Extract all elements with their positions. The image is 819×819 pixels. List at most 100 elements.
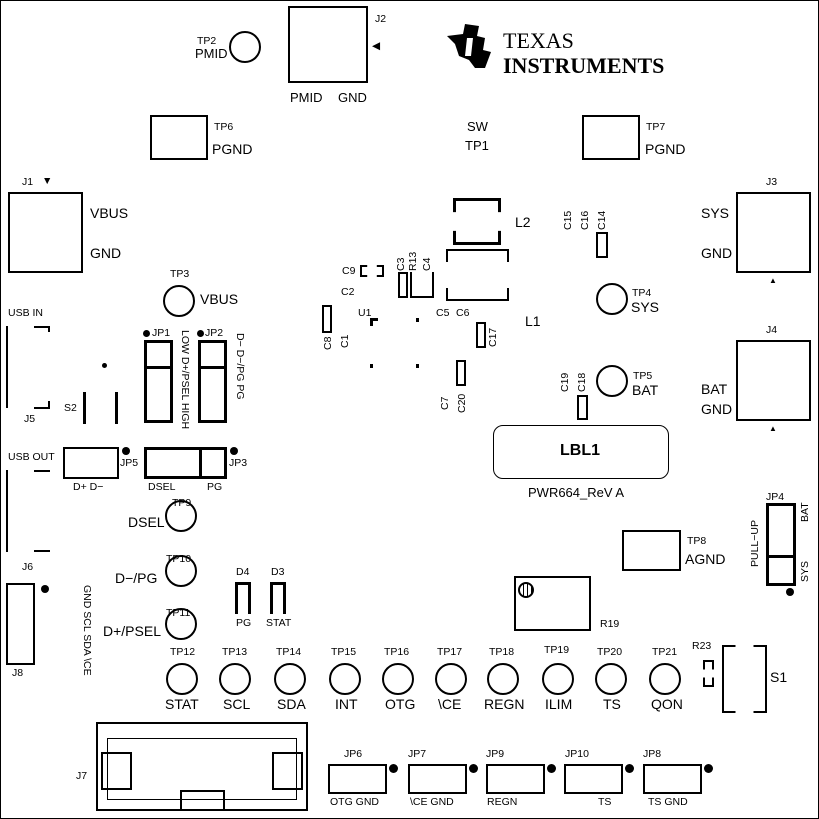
- j5-outline: [48, 326, 50, 332]
- jp3-pin1: DSEL: [148, 481, 176, 493]
- lbl1-text: LBL1: [560, 442, 600, 459]
- j5-outline: [34, 407, 50, 409]
- tp3-net: VBUS: [200, 291, 239, 307]
- jumper-jp3[interactable]: [144, 447, 227, 479]
- jp2-label: D− D−/PG PG: [234, 333, 246, 400]
- test-point-tp16[interactable]: [382, 663, 414, 695]
- switch-s2[interactable]: [83, 392, 86, 424]
- j1-pin2: GND: [90, 245, 122, 261]
- pin1-arrow-icon: ▲: [769, 424, 777, 433]
- tp19-net: ILIM: [545, 696, 573, 712]
- u1-pin1-mark: [370, 318, 373, 326]
- jp5-ref: JP5: [120, 457, 139, 469]
- capacitor-c14: [596, 232, 608, 258]
- tp15-ref: TP15: [331, 646, 357, 658]
- jumper-jp7[interactable]: [408, 764, 467, 794]
- test-point-tp21[interactable]: [649, 663, 681, 695]
- j7-tab: [180, 790, 225, 811]
- connector-j4[interactable]: [736, 340, 811, 421]
- tp2-ref: TP2: [197, 35, 217, 47]
- s1-ref: S1: [770, 669, 788, 685]
- test-point-tp12[interactable]: [166, 663, 198, 695]
- tp18-net: REGN: [484, 696, 525, 712]
- connector-j6[interactable]: [6, 470, 48, 552]
- jp1-label: LOW D+/PSEL HIGH: [179, 330, 191, 430]
- test-point-tp4[interactable]: [596, 283, 628, 315]
- test-point-tp13[interactable]: [219, 663, 251, 695]
- test-point-tp20[interactable]: [595, 663, 627, 695]
- j7-ref: J7: [76, 770, 88, 782]
- tp9-net: DSEL: [128, 514, 165, 530]
- jumper-jp5[interactable]: [63, 447, 119, 479]
- d4-ref: D4: [236, 566, 250, 578]
- test-point-tp9[interactable]: [165, 500, 197, 532]
- c20-ref: C20: [456, 393, 468, 413]
- test-point-tp8[interactable]: [622, 530, 681, 571]
- jp5-pin1-dot: [122, 447, 130, 455]
- test-point-tp7[interactable]: [582, 115, 640, 160]
- d4-label: PG: [236, 617, 252, 629]
- tp4-net: SYS: [631, 299, 660, 315]
- c1-ref: C1: [339, 334, 351, 348]
- u1-corner: [416, 318, 419, 322]
- test-point-tp11[interactable]: [165, 608, 197, 640]
- tp8-net: AGND: [685, 551, 726, 567]
- tp21-net: QON: [651, 696, 683, 712]
- connector-j1[interactable]: [8, 192, 83, 273]
- j4-pin2: GND: [701, 401, 733, 417]
- tp15-net: INT: [335, 696, 358, 712]
- connector-j5[interactable]: [6, 326, 48, 408]
- connector-j8[interactable]: [6, 583, 35, 665]
- test-point-tp10[interactable]: [165, 555, 197, 587]
- u1-corner: [370, 364, 373, 368]
- test-point-tp19[interactable]: [542, 663, 574, 695]
- r23-ref: R23: [692, 640, 712, 652]
- switch-s2[interactable]: [115, 392, 118, 424]
- connector-j3[interactable]: [736, 192, 811, 273]
- j7-latch-right: [272, 752, 303, 790]
- pin1-arrow-icon: ◀: [372, 40, 381, 52]
- jumper-jp8[interactable]: [643, 764, 702, 794]
- tp18-ref: TP18: [489, 646, 515, 658]
- j5-outline: [48, 401, 50, 407]
- test-point-tp15[interactable]: [329, 663, 361, 695]
- jp8-ref: JP8: [643, 748, 662, 760]
- potentiometer-r19[interactable]: [514, 576, 591, 631]
- test-point-tp6[interactable]: [150, 115, 208, 160]
- jumper-jp1[interactable]: [144, 340, 173, 423]
- tp21-ref: TP21: [652, 646, 678, 658]
- s2-pin1-dot: [102, 363, 107, 368]
- jp6-pins: OTG GND: [330, 796, 379, 808]
- tp16-net: OTG: [385, 696, 416, 712]
- tp5-net: BAT: [632, 382, 659, 398]
- jp3-pin1-dot: [230, 447, 238, 455]
- test-point-tp3[interactable]: [163, 285, 195, 317]
- jumper-jp4[interactable]: [766, 503, 796, 586]
- jumper-jp6[interactable]: [328, 764, 387, 794]
- u1-corner: [416, 364, 419, 368]
- test-point-tp18[interactable]: [487, 663, 519, 695]
- jumper-jp10[interactable]: [564, 764, 623, 794]
- test-point-tp17[interactable]: [435, 663, 467, 695]
- j8-ref: J8: [12, 667, 24, 679]
- tp10-net: D−/PG: [115, 570, 158, 586]
- test-point-tp2[interactable]: [229, 31, 261, 63]
- jp6-pin1-dot: [389, 764, 398, 773]
- connector-j2[interactable]: [288, 6, 368, 83]
- jp9-pins: REGN: [487, 796, 518, 808]
- test-point-tp5[interactable]: [596, 365, 628, 397]
- c16-ref: C16: [579, 210, 591, 230]
- jp1-pin1-dot: [143, 330, 150, 337]
- tp17-net: \CE: [438, 696, 462, 712]
- jp3-divider: [199, 447, 202, 479]
- capacitor-c17: [476, 322, 486, 348]
- c15-ref: C15: [562, 210, 574, 230]
- jumper-jp9[interactable]: [486, 764, 545, 794]
- s2-ref: S2: [64, 402, 77, 414]
- tp19-ref: TP19: [544, 644, 570, 656]
- jp10-ref: JP10: [565, 748, 589, 760]
- tp17-ref: TP17: [437, 646, 463, 658]
- c9-ref: C9: [342, 265, 356, 277]
- test-point-tp14[interactable]: [274, 663, 306, 695]
- jumper-jp2[interactable]: [198, 340, 227, 423]
